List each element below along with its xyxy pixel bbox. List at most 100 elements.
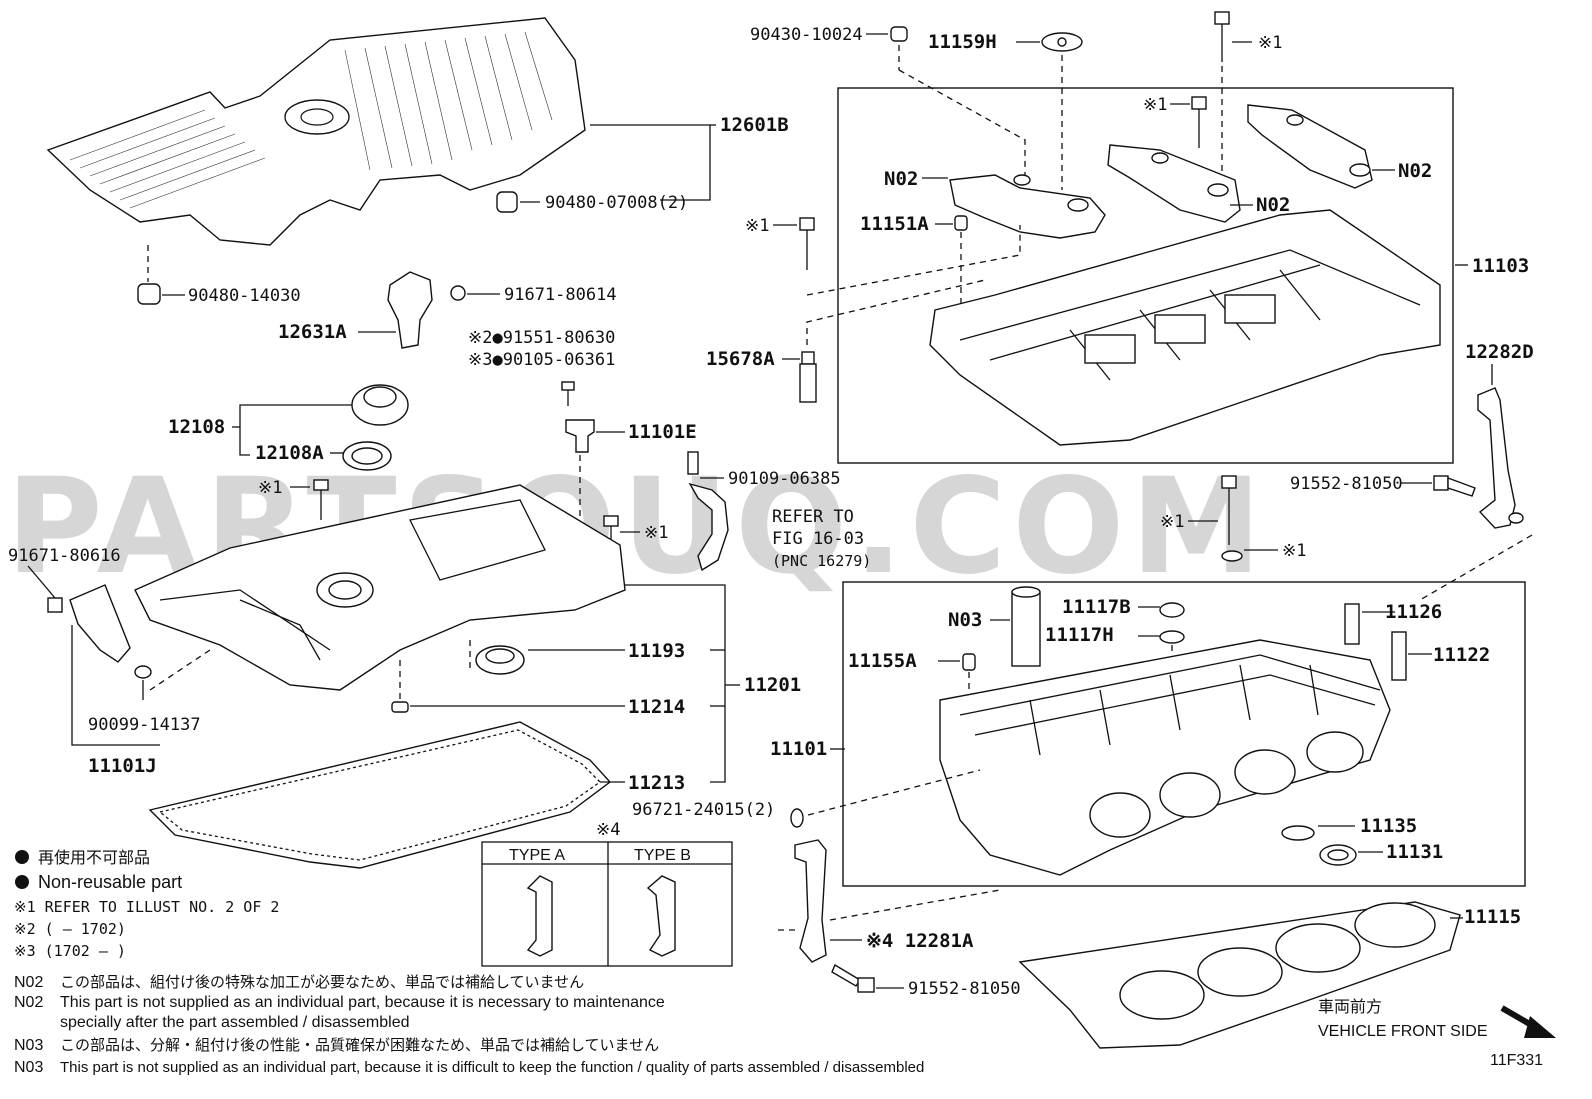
oil-filler-cap-12108[interactable]	[351, 384, 409, 426]
note-2-text: specially after the part assembled / dis…	[60, 1014, 410, 1031]
gasket-11135[interactable]	[1281, 825, 1315, 841]
cylinder-head-cover-11201[interactable]	[134, 484, 626, 691]
cam-cap-n02-right[interactable]	[1247, 104, 1373, 189]
label-11159H[interactable]: 11159H	[928, 31, 997, 53]
notes-block: N02 この部品は、組付け後の特殊な加工が必要なため、単品では補給していません …	[14, 973, 924, 1076]
plug-11117B[interactable]	[1159, 602, 1185, 618]
label-90430-10024[interactable]: 90430-10024	[750, 25, 863, 45]
ring-11117H[interactable]	[1159, 630, 1185, 644]
seal-11193[interactable]	[475, 645, 525, 675]
label-11214[interactable]: 11214	[628, 696, 685, 718]
cylinder-head-11101[interactable]	[939, 639, 1391, 876]
bolt-91551-80630[interactable]	[561, 381, 575, 406]
label-11122[interactable]: 11122	[1433, 644, 1490, 666]
label-11126[interactable]: 11126	[1385, 601, 1442, 623]
label-15678A[interactable]: 15678A	[706, 348, 775, 370]
head-gasket-11115[interactable]	[1018, 901, 1461, 1049]
label-n02-left[interactable]: N02	[884, 168, 918, 190]
dowel-11155A[interactable]	[962, 653, 976, 671]
camshaft-housing-11103[interactable]	[929, 209, 1441, 446]
label-96721-24015[interactable]: 96721-24015(2)	[632, 800, 775, 820]
label-12281A[interactable]: ※4 12281A	[866, 930, 974, 952]
engine-hanger-12282D[interactable]	[1477, 387, 1524, 529]
grommet-90480-07008[interactable]	[496, 191, 518, 213]
label-11201[interactable]: 11201	[744, 674, 801, 696]
ocv-valve-11101J[interactable]	[47, 584, 152, 679]
label-90480-14030[interactable]: 90480-14030	[188, 286, 301, 306]
label-11101E[interactable]: 11101E	[628, 421, 697, 443]
ring-11159H[interactable]	[1041, 32, 1083, 52]
label-91671-80616[interactable]: 91671-80616	[8, 546, 121, 566]
note-1-text: This part is not supplied as an individu…	[60, 994, 665, 1011]
bolt-x1-housing[interactable]	[1191, 96, 1207, 148]
label-90099-14137[interactable]: 90099-14137	[88, 715, 201, 735]
label-91552-81050-bottom[interactable]: 91552-81050	[908, 979, 1021, 999]
label-n03[interactable]: N03	[948, 609, 982, 631]
label-11193[interactable]: 11193	[628, 640, 685, 662]
engine-hanger-12281A[interactable]	[794, 839, 827, 963]
label-90480-07008[interactable]: 90480-07008(2)	[545, 193, 688, 213]
washer-x1-head[interactable]	[1221, 550, 1243, 562]
label-12601B[interactable]: 12601B	[720, 114, 789, 136]
bracket-12631A[interactable]	[387, 271, 466, 349]
housing-group-frame	[837, 87, 1454, 464]
label-11117B[interactable]: 11117B	[1062, 596, 1131, 618]
label-11155A[interactable]: 11155A	[848, 650, 917, 672]
note-1-code: N02	[14, 994, 43, 1011]
bolt-91552-81050-top[interactable]	[1433, 475, 1476, 497]
label-11135[interactable]: 11135	[1360, 815, 1417, 837]
label-11151A[interactable]: 11151A	[860, 213, 929, 235]
label-91671-80614[interactable]: 91671-80614	[504, 285, 617, 305]
bolt-x1-head[interactable]	[1221, 475, 1237, 545]
label-11117H[interactable]: 11117H	[1045, 624, 1114, 646]
label-91552-81050-top[interactable]: 91552-81050	[1290, 474, 1403, 494]
label-12108A[interactable]: 12108A	[255, 442, 324, 464]
head-group-frame	[842, 581, 1526, 887]
note-3-text: この部品は、分解・組付け後の性能・品質確保が困難なため、単品では補給していません	[60, 1036, 659, 1054]
plug-15678A[interactable]	[799, 351, 817, 403]
cam-cap-n02-mid[interactable]	[1107, 144, 1241, 223]
label-n02-mid[interactable]: N02	[1256, 194, 1290, 216]
plug-90430-10024[interactable]	[890, 26, 908, 42]
guide-11126[interactable]	[1344, 603, 1360, 645]
note-3-code: N03	[14, 1037, 43, 1054]
label-90105-06361[interactable]: ※3●90105-06361	[468, 350, 615, 370]
label-12108[interactable]: 12108	[168, 416, 225, 438]
x1-marker-a: ※1	[258, 478, 282, 498]
bolt-x1-cover-left[interactable]	[313, 479, 329, 520]
pipe-n03[interactable]	[1011, 586, 1041, 667]
label-11115[interactable]: 11115	[1464, 906, 1521, 928]
label-11101[interactable]: 11101	[770, 738, 827, 760]
guide-11122[interactable]	[1391, 631, 1407, 681]
bolt-11214[interactable]	[391, 701, 409, 713]
note-0-code: N02	[14, 974, 43, 991]
grommet-90480-14030[interactable]	[137, 283, 161, 305]
label-12631A[interactable]: 12631A	[278, 321, 347, 343]
label-n02-right[interactable]: N02	[1398, 160, 1432, 182]
cam-cap-n02-left[interactable]	[949, 174, 1106, 239]
note-0-text: この部品は、組付け後の特殊な加工が必要なため、単品では補給していません	[60, 973, 584, 991]
x1-marker-g: ※1	[1282, 541, 1306, 561]
label-11131[interactable]: 11131	[1386, 841, 1443, 863]
bolt-x1-top[interactable]	[1214, 11, 1230, 62]
vehicle-front-arrow-icon	[1500, 1005, 1556, 1038]
engine-cover-part[interactable]	[46, 17, 586, 246]
label-90109-06385[interactable]: 90109-06385	[728, 469, 841, 489]
note-4-code: N03	[14, 1059, 43, 1076]
label-12282D[interactable]: 12282D	[1465, 341, 1534, 363]
dowel-11151A[interactable]	[954, 215, 968, 231]
stud-90109-06385[interactable]	[687, 451, 729, 572]
label-11213[interactable]: 11213	[628, 772, 685, 794]
legend-nonreusable-en: Non-reusable part	[38, 872, 182, 892]
label-11103[interactable]: 11103	[1472, 255, 1529, 277]
label-91551-80630[interactable]: ※2●91551-80630	[468, 328, 615, 348]
sensor-11101E[interactable]	[565, 419, 595, 453]
gasket-12108A[interactable]	[342, 441, 392, 471]
type-b-header: TYPE B	[634, 847, 691, 864]
label-11101J[interactable]: 11101J	[88, 755, 157, 777]
bolt-x1-left-housing[interactable]	[799, 217, 815, 270]
seal-96721-24015[interactable]	[790, 808, 804, 828]
seal-11131[interactable]	[1319, 844, 1357, 866]
bolt-91552-81050-bottom[interactable]	[831, 963, 875, 993]
gasket-11213[interactable]	[148, 721, 612, 869]
